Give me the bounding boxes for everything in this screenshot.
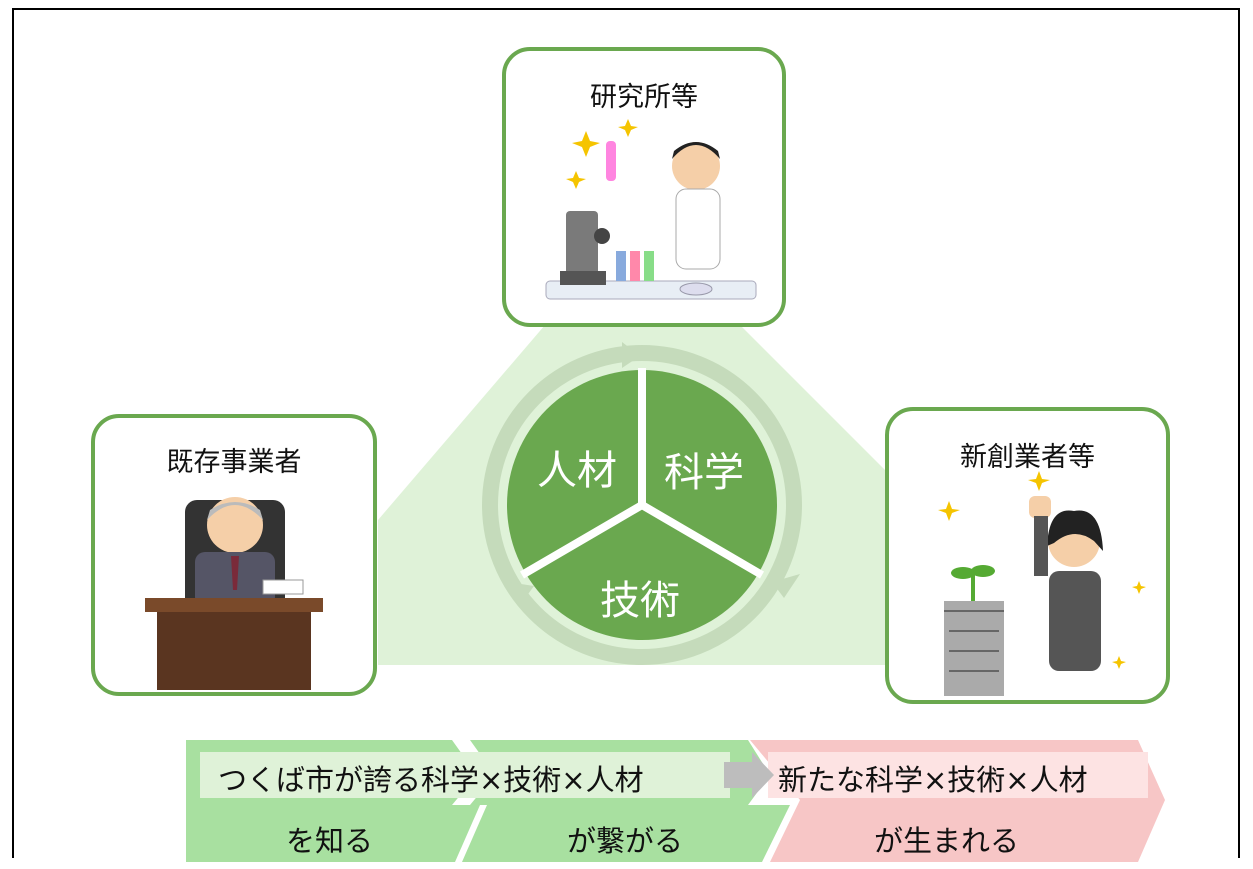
band-green-bottom-1	[186, 805, 480, 862]
segment-label-gijutsu: 技術	[600, 578, 680, 624]
band-left-bottom-text-2: が繋がる	[567, 824, 684, 858]
segment-label-jinzai: 人材	[537, 448, 617, 494]
band-right-top-text: 新たな科学×技術×人材	[778, 763, 1088, 797]
cycle-ring	[482, 345, 802, 665]
card-existing-title: 既存事業者	[166, 447, 302, 478]
diagram-frame	[12, 8, 1240, 858]
ring-arrow-left	[508, 582, 534, 605]
band-right-bottom-text: が生まれる	[874, 824, 1020, 858]
band-left-highlight	[200, 752, 730, 798]
band-green-bottom-2	[462, 805, 790, 862]
band-left-bottom-text-1: を知る	[286, 824, 374, 858]
card-existing: 既存事業者	[91, 414, 377, 696]
band-left-top-text: つくば市が誇る科学×技術×人材	[218, 763, 644, 797]
card-research-title: 研究所等	[590, 82, 698, 113]
ring-arrow-top	[622, 342, 640, 368]
executive-illustration	[145, 497, 323, 690]
segment-label-kagaku: 科学	[664, 450, 744, 496]
scientist-illustration	[545, 119, 757, 300]
card-research: 研究所等	[502, 47, 786, 327]
card-startup: 新創業者等	[885, 407, 1170, 704]
separator-left	[519, 501, 645, 579]
businesswoman-illustration	[938, 471, 1146, 696]
ring-arrow-right	[772, 574, 800, 598]
card-startup-title: 新創業者等	[960, 442, 1095, 473]
band-grey-arrow	[724, 752, 774, 798]
separator-right	[639, 501, 765, 579]
band-right-highlight	[768, 752, 1148, 798]
